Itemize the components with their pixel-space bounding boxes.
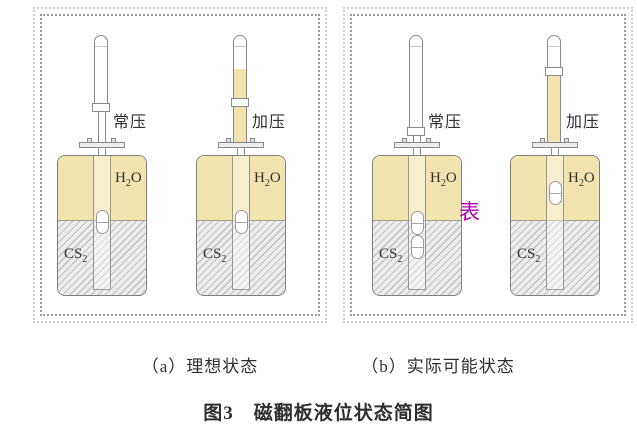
cs2-label: CS2 <box>64 246 87 265</box>
gauge-liquid-column <box>548 68 560 142</box>
water-region <box>58 156 146 220</box>
figure-title: 图3 磁翻板液位状态简图 <box>203 403 434 424</box>
vessel-b-pressurized: H2O CS2 加压 <box>500 30 610 310</box>
water-region <box>373 156 461 220</box>
flange-plate <box>394 142 440 148</box>
h2o-label: H2O <box>430 170 457 189</box>
level-indicator <box>545 67 563 76</box>
nozzle-stem <box>551 148 559 156</box>
float-capsule <box>411 211 424 235</box>
pressure-label: 加压 <box>566 114 601 131</box>
float-capsule <box>549 181 562 205</box>
gauge-glass-tube <box>233 35 247 143</box>
annotation-biao: 表 <box>459 200 480 224</box>
tank: H2O CS2 <box>196 155 286 296</box>
h2o-label-sub: 2 <box>578 178 584 189</box>
h2o-label-sub: 2 <box>264 178 270 189</box>
pressure-label: 加压 <box>252 114 287 131</box>
h2o-label-pre: H <box>115 170 126 186</box>
nozzle-stem <box>98 148 106 156</box>
cs2-label: CS2 <box>203 246 226 265</box>
cs2-label-pre: CS <box>379 246 398 262</box>
tank: H2O CS2 <box>372 155 462 296</box>
flange-plate <box>218 142 264 148</box>
h2o-label-post: O <box>130 170 142 186</box>
h2o-label-sub: 2 <box>440 178 446 189</box>
water-region <box>197 156 285 220</box>
cs2-label-sub: 2 <box>221 254 227 265</box>
float-capsule <box>411 235 424 259</box>
pressure-label: 常压 <box>428 114 463 131</box>
h2o-label: H2O <box>115 170 142 189</box>
h2o-label: H2O <box>568 170 595 189</box>
cs2-label: CS2 <box>517 246 540 265</box>
h2o-label-pre: H <box>430 170 441 186</box>
cs2-label-sub: 2 <box>82 254 88 265</box>
h2o-label-sub: 2 <box>125 178 131 189</box>
flange-plate <box>532 142 578 148</box>
tank: H2O CS2 <box>510 155 600 296</box>
float-capsule <box>96 210 109 234</box>
tank: H2O CS2 <box>57 155 147 296</box>
cs2-region <box>511 220 599 295</box>
h2o-label: H2O <box>254 170 281 189</box>
float-capsule <box>235 210 248 234</box>
cs2-label-sub: 2 <box>397 254 403 265</box>
pressure-label: 常压 <box>113 114 148 131</box>
caption-panel-b: （b）实际可能状态 <box>361 357 515 376</box>
vessel-a-pressurized: H2O CS2 加压 <box>186 30 296 310</box>
h2o-label-post: O <box>583 170 595 186</box>
gauge-glass-tube <box>547 35 561 143</box>
nozzle-stem <box>237 148 245 156</box>
caption-panel-a: （a）理想状态 <box>141 357 259 376</box>
cs2-label-sub: 2 <box>535 254 541 265</box>
stilling-well <box>546 156 564 290</box>
h2o-label-pre: H <box>568 170 579 186</box>
h2o-label-post: O <box>445 170 457 186</box>
cs2-label-pre: CS <box>64 246 83 262</box>
level-indicator <box>92 103 110 112</box>
h2o-label-pre: H <box>254 170 265 186</box>
level-indicator <box>231 98 249 107</box>
cs2-label-pre: CS <box>517 246 536 262</box>
vessel-b-normal-pressure: H2O CS2 常压 <box>362 30 472 310</box>
vessel-a-normal-pressure: H2O CS2 常压 <box>47 30 157 310</box>
gauge-glass-tube <box>94 35 108 112</box>
cs2-label-pre: CS <box>203 246 222 262</box>
gauge-glass-tube <box>409 35 423 136</box>
level-indicator <box>407 127 425 136</box>
cs2-label: CS2 <box>379 246 402 265</box>
gauge-stem <box>98 112 106 148</box>
nozzle-stem <box>413 148 421 156</box>
h2o-label-post: O <box>269 170 281 186</box>
flange-plate <box>79 142 125 148</box>
